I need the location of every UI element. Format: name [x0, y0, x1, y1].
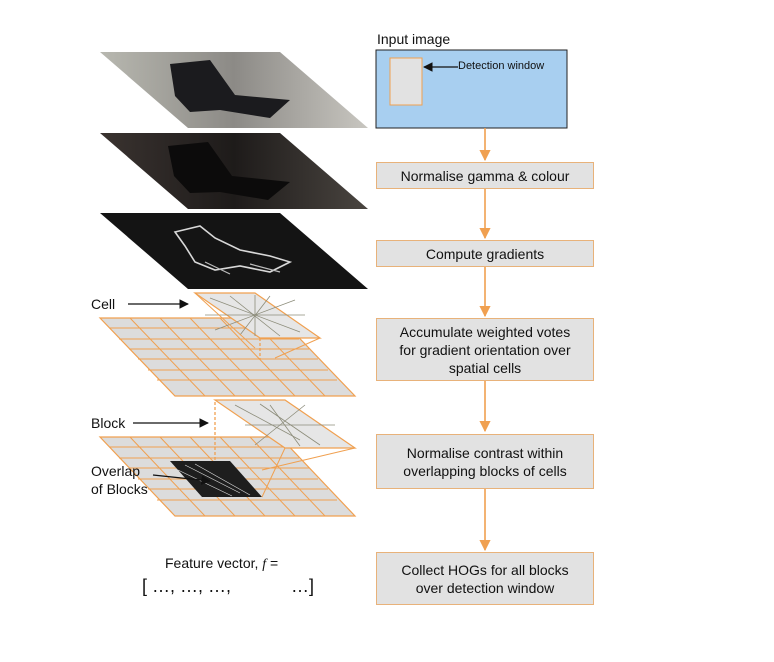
step-collect-hogs: Collect HOGs for all blocks over detecti… — [376, 552, 594, 605]
overlap-label-line1: Overlap — [91, 463, 141, 479]
feature-vector-title: Feature vector, f = — [165, 555, 279, 572]
input-image-title: Input image — [377, 31, 451, 47]
overlap-label-line2: of Blocks — [91, 481, 148, 497]
cell-histogram — [193, 292, 322, 360]
detection-window-label: Detection window — [458, 60, 545, 72]
gamma-normalised-layer — [100, 133, 368, 209]
input-image-layer — [100, 52, 368, 128]
cell-grid — [98, 317, 357, 397]
step-normalise-gamma: Normalise gamma & colour — [376, 162, 594, 189]
block-grid — [98, 436, 357, 517]
feature-vector-value: [ …, …, …, …] — [142, 576, 315, 596]
block-histogram — [213, 399, 357, 498]
detection-window — [389, 57, 423, 106]
block-label: Block — [91, 415, 126, 431]
step-compute-gradients: Compute gradients — [376, 240, 594, 267]
overlap-pointer-arrow — [152, 474, 211, 485]
step-normalise-contrast: Normalise contrast within overlapping bl… — [376, 434, 594, 489]
cell-label: Cell — [91, 296, 116, 312]
gradient-layer — [100, 213, 368, 289]
step-accumulate-votes: Accumulate weighted votes for gradient o… — [376, 318, 594, 381]
